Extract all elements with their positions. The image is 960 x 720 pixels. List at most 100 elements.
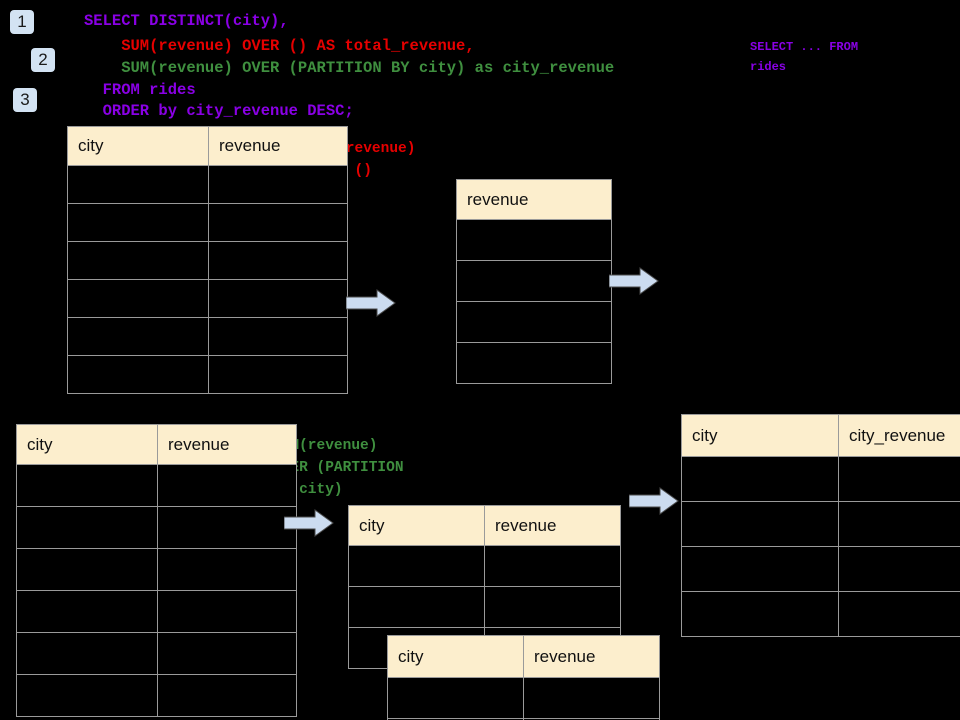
column-header-city: city [16, 424, 158, 465]
flow-arrow-1 [346, 289, 396, 317]
column-header-city: city [348, 505, 485, 546]
table-cell [67, 241, 209, 280]
sql-line-sum-over-partition: SUM(revenue) OVER (PARTITION BY city) as… [84, 59, 615, 77]
table-cell [157, 590, 297, 633]
table-row [387, 677, 660, 719]
flow-arrow-3 [284, 509, 334, 537]
table-row [16, 674, 297, 717]
table-cell [157, 464, 297, 507]
table-cell [67, 279, 209, 318]
table-cell [838, 501, 960, 547]
table-row [348, 545, 621, 587]
table-cell [348, 586, 485, 628]
table-cell [67, 165, 209, 204]
table-cell [16, 506, 158, 549]
table-rides-top: city revenue [67, 126, 348, 394]
sql-line-sum-over-empty: SUM(revenue) OVER () AS total_revenue, [84, 37, 475, 55]
table-cell [681, 501, 839, 547]
table-cell [838, 456, 960, 502]
sql-line-order-by: ORDER by city_revenue DESC; [84, 102, 354, 120]
table-row [348, 586, 621, 628]
table-row [16, 464, 297, 507]
table-row [16, 506, 297, 549]
sql-line-select-distinct: SELECT DISTINCT(city), [84, 12, 289, 30]
table-cell [523, 718, 660, 720]
table-row [67, 355, 348, 394]
table-header-row: city city_revenue [681, 414, 960, 457]
column-header-city: city [67, 126, 209, 166]
column-header-revenue: revenue [157, 424, 297, 465]
table-row [456, 342, 612, 384]
table-cell [456, 219, 612, 261]
table-header-row: city revenue [387, 635, 660, 678]
table-cell [157, 506, 297, 549]
table-header-row: city revenue [16, 424, 297, 465]
table-cell [208, 355, 348, 394]
table-cell [387, 677, 524, 719]
table-cell [16, 674, 158, 717]
table-row [67, 317, 348, 356]
column-header-revenue: revenue [208, 126, 348, 166]
table-cell [838, 546, 960, 592]
table-cell [67, 317, 209, 356]
table-cell [157, 674, 297, 717]
sidenote-select-from-line2: rides [750, 60, 787, 74]
table-result: city city_revenue [681, 414, 960, 637]
table-cell [16, 464, 158, 507]
table-row [387, 718, 660, 720]
table-row [681, 456, 960, 502]
table-cell [456, 260, 612, 302]
table-cell [523, 677, 660, 719]
table-cell [681, 546, 839, 592]
table-cell [484, 586, 621, 628]
table-cell [16, 590, 158, 633]
column-header-revenue: revenue [523, 635, 660, 678]
column-header-revenue: revenue [484, 505, 621, 546]
table-row [67, 279, 348, 318]
table-cell [456, 301, 612, 343]
table-row [16, 548, 297, 591]
column-header-city: city [387, 635, 524, 678]
table-rides-bottom: city revenue [16, 424, 297, 717]
table-cell [208, 317, 348, 356]
table-header-row: revenue [456, 179, 612, 220]
column-header-city-revenue: city_revenue [838, 414, 960, 457]
table-cell [208, 165, 348, 204]
table-row [456, 219, 612, 261]
table-row [67, 165, 348, 204]
table-row [456, 301, 612, 343]
flow-arrow-2 [609, 267, 659, 295]
table-row [67, 241, 348, 280]
table-cell [208, 241, 348, 280]
table-cell [208, 279, 348, 318]
table-row [681, 501, 960, 547]
table-partition-front: city revenue [387, 635, 660, 720]
table-cell [681, 456, 839, 502]
table-cell [484, 545, 621, 587]
sidenote-select-from-line1: SELECT ... FROM [750, 40, 859, 54]
table-header-row: city revenue [67, 126, 348, 166]
table-cell [67, 355, 209, 394]
table-cell [67, 203, 209, 242]
column-header-city: city [681, 414, 839, 457]
step-badge-1: 1 [10, 10, 34, 34]
table-cell [348, 545, 485, 587]
table-cell [208, 203, 348, 242]
flow-arrow-4 [629, 487, 679, 515]
table-cell [157, 632, 297, 675]
sql-line-from: FROM rides [84, 81, 196, 99]
step-badge-3: 3 [13, 88, 37, 112]
table-row [681, 591, 960, 637]
table-partition-back: city revenue [348, 505, 621, 669]
table-row [456, 260, 612, 302]
table-total-revenue: revenue [456, 179, 612, 384]
table-row [16, 590, 297, 633]
table-header-row: city revenue [348, 505, 621, 546]
table-cell [16, 548, 158, 591]
table-row [681, 546, 960, 592]
step-badge-2: 2 [31, 48, 55, 72]
table-cell [838, 591, 960, 637]
table-cell [456, 342, 612, 384]
table-cell [16, 632, 158, 675]
